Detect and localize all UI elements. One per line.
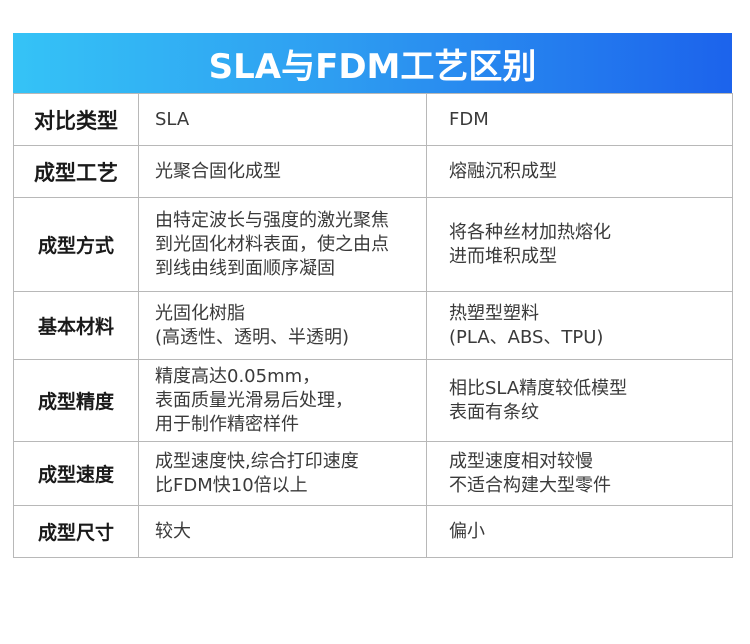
fdm-cell: FDM (426, 93, 733, 146)
cell-text: 偏小 (449, 520, 485, 542)
table-row: 成型精度 精度高达0.05mm， 表面质量光滑易后处理， 用于制作精密样件 相比… (13, 359, 733, 442)
row-label: 基本材料 (13, 291, 139, 360)
cell-text: (高透性、透明、半透明) (155, 326, 350, 348)
row-label: 成型方式 (13, 197, 139, 292)
fdm-cell: 偏小 (426, 505, 733, 558)
fdm-cell: 热塑型塑料 (PLA、ABS、TPU) (426, 291, 733, 360)
cell-text: 到线由线到面顺序凝固 (155, 257, 335, 279)
table-row: 对比类型 SLA FDM (13, 93, 733, 146)
cell-text: 相比SLA精度较低模型 (449, 377, 628, 399)
table-row: 成型方式 由特定波长与强度的激光聚焦 到光固化材料表面，使之由点 到线由线到面顺… (13, 197, 733, 292)
title-banner: SLA与FDM工艺区别 (13, 33, 732, 93)
fdm-cell: 成型速度相对较慢 不适合构建大型零件 (426, 441, 733, 506)
page-title: SLA与FDM工艺区别 (208, 46, 537, 87)
cell-text: 光聚合固化成型 (155, 160, 281, 182)
sla-cell: 成型速度快,综合打印速度 比FDM快10倍以上 (138, 441, 427, 506)
comparison-table: 对比类型 SLA FDM 成型工艺 光聚合固化成型 熔融沉积成型 成型方式 (13, 93, 733, 558)
row-label: 成型工艺 (13, 145, 139, 198)
cell-text: 由特定波长与强度的激光聚焦 (155, 209, 389, 231)
cell-text: 到光固化材料表面，使之由点 (155, 233, 389, 255)
table-row: 成型速度 成型速度快,综合打印速度 比FDM快10倍以上 成型速度相对较慢 不适… (13, 441, 733, 506)
row-label: 对比类型 (13, 93, 139, 146)
sla-cell: 由特定波长与强度的激光聚焦 到光固化材料表面，使之由点 到线由线到面顺序凝固 (138, 197, 427, 292)
cell-text: 不适合构建大型零件 (449, 474, 611, 496)
cell-text: 熔融沉积成型 (449, 160, 557, 182)
cell-text: FDM (449, 108, 489, 130)
cell-text: 表面有条纹 (449, 401, 539, 423)
row-label: 成型尺寸 (13, 505, 139, 558)
cell-text: 光固化树脂 (155, 302, 245, 324)
sla-cell: 光聚合固化成型 (138, 145, 427, 198)
cell-text: 进而堆积成型 (449, 245, 557, 267)
table-row: 基本材料 光固化树脂 (高透性、透明、半透明) 热塑型塑料 (PLA、ABS、T… (13, 291, 733, 360)
table-row: 成型尺寸 较大 偏小 (13, 505, 733, 558)
row-label: 成型速度 (13, 441, 139, 506)
cell-text: 成型速度相对较慢 (449, 450, 593, 472)
fdm-cell: 相比SLA精度较低模型 表面有条纹 (426, 359, 733, 442)
cell-text: 比FDM快10倍以上 (155, 474, 308, 496)
cell-text: SLA (155, 108, 190, 130)
row-label: 成型精度 (13, 359, 139, 442)
cell-text: 成型速度快,综合打印速度 (155, 450, 359, 472)
sla-cell: 光固化树脂 (高透性、透明、半透明) (138, 291, 427, 360)
comparison-panel: SLA与FDM工艺区别 对比类型 SLA FDM 成型工艺 光聚合固化成型 熔融… (13, 33, 733, 558)
fdm-cell: 将各种丝材加热熔化 进而堆积成型 (426, 197, 733, 292)
fdm-cell: 熔融沉积成型 (426, 145, 733, 198)
cell-text: 用于制作精密样件 (155, 413, 299, 435)
sla-cell: 精度高达0.05mm， 表面质量光滑易后处理， 用于制作精密样件 (138, 359, 427, 442)
cell-text: 较大 (155, 520, 191, 542)
table-row: 成型工艺 光聚合固化成型 熔融沉积成型 (13, 145, 733, 198)
cell-text: 将各种丝材加热熔化 (449, 221, 611, 243)
cell-text: 热塑型塑料 (449, 302, 539, 324)
cell-text: 表面质量光滑易后处理， (155, 389, 353, 411)
cell-text: (PLA、ABS、TPU) (449, 326, 604, 348)
cell-text: 精度高达0.05mm， (155, 365, 321, 387)
sla-cell: 较大 (138, 505, 427, 558)
sla-cell: SLA (138, 93, 427, 146)
